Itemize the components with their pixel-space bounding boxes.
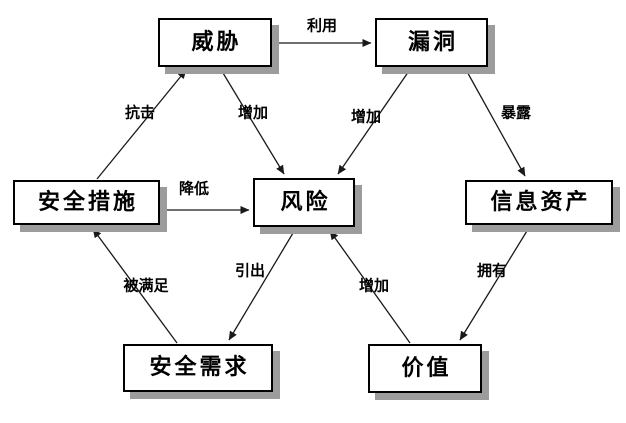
node-risk: 风险: [253, 178, 355, 227]
node-value: 价值: [368, 344, 482, 393]
node-information-assets: 信息资产: [465, 180, 613, 225]
edge-expose-arrow: [464, 67, 526, 177]
edge-derive-label: 引出: [234, 261, 266, 280]
edge-increase-by-value-label: 增加: [358, 276, 390, 295]
edge-own-label: 拥有: [476, 261, 508, 280]
edge-increase-by-threat-label: 增加: [237, 103, 269, 122]
node-security-requirements-label: 安全需求: [149, 355, 250, 380]
edge-derive-arrow: [228, 227, 297, 341]
edge-increase-by-vulnerability-label: 增加: [350, 107, 382, 126]
node-threat-label: 威胁: [191, 29, 242, 55]
edge-be-satisfied-arrow: [92, 228, 178, 344]
edge-increase-by-vulnerability-arrow: [337, 67, 412, 175]
edge-expose-label: 暴露: [500, 103, 532, 122]
node-information-assets-label: 信息资产: [490, 189, 591, 215]
edge-reduce-label: 降低: [178, 179, 210, 198]
edge-increase-by-value-arrow: [329, 230, 411, 344]
node-security-requirements: 安全需求: [123, 344, 273, 392]
node-risk-label: 风险: [280, 189, 331, 215]
edge-increase-by-threat-arrow: [219, 67, 285, 175]
edge-resist-label: 抗击: [124, 103, 156, 122]
edge-resist-arrow: [96, 69, 187, 180]
node-security-measures: 安全措施: [13, 180, 160, 225]
node-vulnerability: 漏洞: [375, 18, 488, 67]
edge-be-satisfied-label: 被满足: [123, 276, 169, 295]
node-value-label: 价值: [401, 355, 452, 381]
node-security-measures-label: 安全措施: [37, 189, 138, 215]
edge-exploit-label: 利用: [306, 16, 338, 35]
node-threat: 威胁: [158, 18, 272, 67]
edge-own-arrow: [459, 225, 531, 341]
node-vulnerability-label: 漏洞: [407, 29, 458, 55]
